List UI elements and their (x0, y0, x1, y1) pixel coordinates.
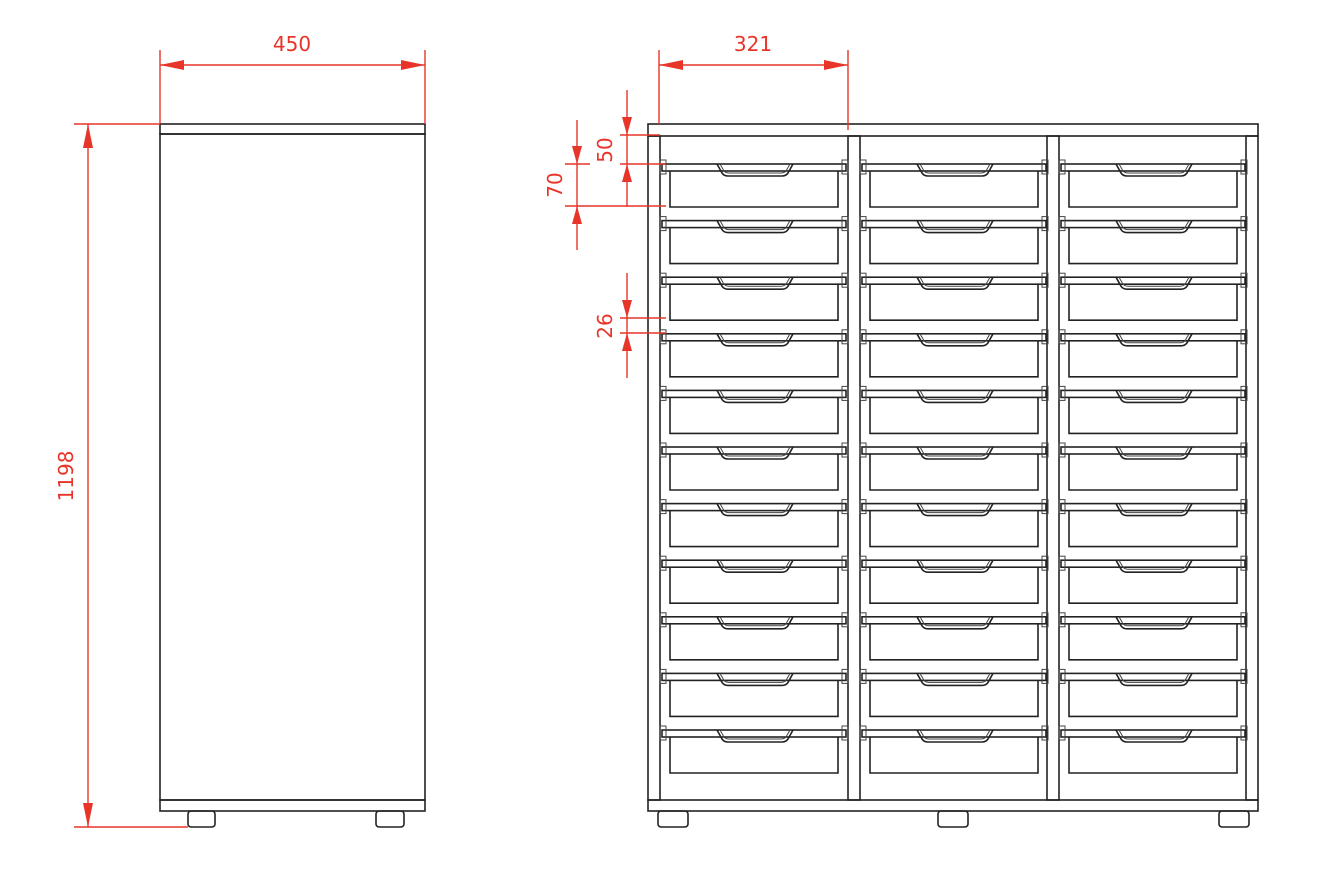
tray[interactable] (859, 725, 1049, 774)
top-gap-label: 50 (593, 137, 617, 162)
tray-handle (1115, 673, 1193, 687)
tray-handle (916, 729, 994, 743)
tray-gap-label: 26 (593, 313, 617, 338)
tray-handle (716, 220, 794, 234)
tray[interactable] (1058, 272, 1248, 321)
tray[interactable] (1058, 159, 1248, 208)
tray-handle (716, 276, 794, 290)
side-foot (187, 810, 216, 828)
tray[interactable] (859, 216, 1049, 265)
side-plinth (159, 799, 426, 812)
height-label: 1198 (54, 451, 78, 502)
tray-handle (916, 673, 994, 687)
tray[interactable] (659, 725, 849, 774)
tray[interactable] (859, 272, 1049, 321)
tray[interactable] (859, 442, 1049, 491)
right-wall (1245, 135, 1259, 801)
side-foot (375, 810, 405, 828)
tray-handle (1115, 163, 1193, 177)
tray-handle (1115, 390, 1193, 404)
tray[interactable] (859, 612, 1049, 661)
tray-handle (716, 559, 794, 573)
tray[interactable] (659, 668, 849, 718)
tray[interactable] (1058, 329, 1248, 378)
side-top-panel (159, 123, 426, 135)
front-view (647, 123, 1259, 828)
tray-handle (1115, 616, 1193, 630)
tray[interactable] (659, 329, 849, 378)
tray-handle (716, 616, 794, 630)
tray-handle (716, 729, 794, 743)
tray-handle (716, 503, 794, 517)
front-foot (657, 810, 689, 828)
dimensions: 450 1198 321 50 70 26 (54, 32, 849, 828)
tray[interactable] (659, 612, 849, 661)
tray[interactable] (859, 668, 1049, 718)
tray[interactable] (1058, 442, 1248, 491)
column-width-label: 321 (734, 32, 772, 56)
tray[interactable] (859, 159, 1049, 208)
tray[interactable] (859, 329, 1049, 378)
tray[interactable] (1058, 385, 1248, 435)
left-wall (647, 135, 661, 801)
tray[interactable] (859, 499, 1049, 548)
tray-handle (1115, 220, 1193, 234)
front-plinth (647, 799, 1259, 812)
tray[interactable] (859, 385, 1049, 435)
tray[interactable] (859, 555, 1049, 604)
tray-handle (916, 220, 994, 234)
divider (1046, 135, 1060, 801)
front-foot (937, 810, 969, 828)
tray-handle (1115, 503, 1193, 517)
tray-handle (1115, 333, 1193, 347)
tray-handle (716, 390, 794, 404)
tray[interactable] (659, 385, 849, 435)
side-body (159, 133, 426, 801)
tray[interactable] (1058, 499, 1248, 548)
tray[interactable] (1058, 612, 1248, 661)
tray-handle (716, 673, 794, 687)
tray[interactable] (1058, 555, 1248, 604)
side-view (159, 123, 426, 828)
tray-grid (659, 159, 1248, 774)
divider (847, 135, 861, 801)
tray[interactable] (659, 499, 849, 548)
tray-pitch-label: 70 (543, 172, 567, 197)
tray-handle (716, 446, 794, 460)
tray-handle (1115, 276, 1193, 290)
tray-handle (916, 276, 994, 290)
width-label: 450 (273, 32, 311, 56)
tray[interactable] (1058, 216, 1248, 265)
tray-handle (916, 163, 994, 177)
tray-handle (916, 616, 994, 630)
front-top-panel (647, 123, 1259, 137)
tray[interactable] (659, 159, 849, 208)
tray-handle (1115, 446, 1193, 460)
tray[interactable] (1058, 725, 1248, 774)
tray-handle (716, 163, 794, 177)
tray-handle (916, 333, 994, 347)
tray-handle (916, 446, 994, 460)
tray-handle (916, 390, 994, 404)
tray[interactable] (659, 555, 849, 604)
tray[interactable] (659, 272, 849, 321)
front-foot (1218, 810, 1250, 828)
tray-handle (916, 503, 994, 517)
tray-handle (1115, 729, 1193, 743)
tray[interactable] (659, 216, 849, 265)
tray[interactable] (1058, 668, 1248, 718)
tray-handle (1115, 559, 1193, 573)
tray[interactable] (659, 442, 849, 491)
tray-handle (916, 559, 994, 573)
tray-handle (716, 333, 794, 347)
